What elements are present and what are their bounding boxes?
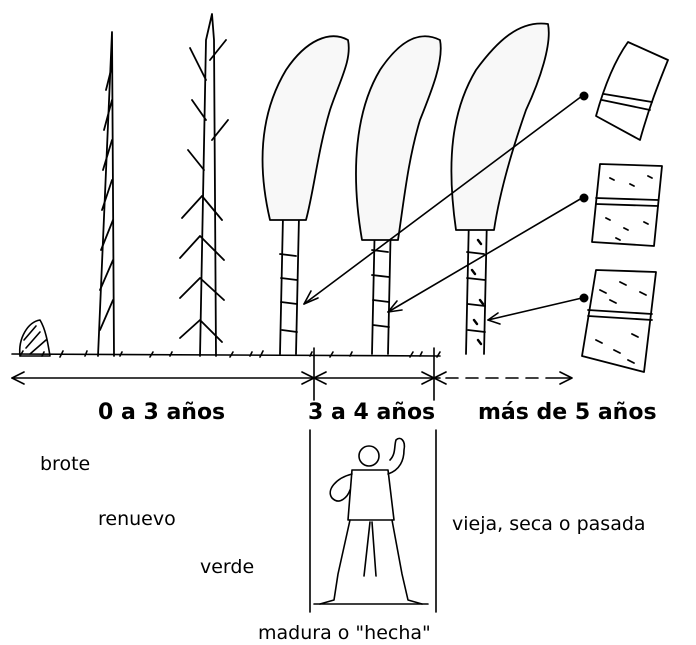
pointer-dot bbox=[579, 91, 589, 101]
stage-label-verde: verde bbox=[200, 556, 255, 578]
sheathed-culm bbox=[179, 13, 229, 357]
pointer-dot bbox=[579, 293, 589, 303]
ground-line bbox=[11, 350, 441, 358]
period-label-0-3: 0 a 3 años bbox=[98, 400, 226, 425]
green-culm bbox=[261, 35, 350, 355]
timeline-axis bbox=[11, 347, 573, 401]
stage-label-renuevo: renuevo bbox=[98, 508, 176, 530]
bamboo-shoot bbox=[18, 319, 51, 357]
culm-sample-old bbox=[581, 269, 657, 373]
stage-label-vieja: vieja, seca o pasada bbox=[452, 513, 646, 535]
mature-stage-frame bbox=[309, 429, 437, 613]
pointer-dot bbox=[579, 193, 589, 203]
old-culm bbox=[450, 22, 550, 355]
stage-label-madura: madura o "hecha" bbox=[258, 622, 431, 644]
period-label-3-4: 3 a 4 años bbox=[308, 400, 436, 425]
stage-label-brote: brote bbox=[40, 453, 91, 475]
culm-sample-green bbox=[595, 41, 669, 141]
culm-sample-mature bbox=[591, 163, 663, 247]
mature-culm bbox=[355, 35, 442, 355]
strongman-figure bbox=[313, 437, 429, 605]
young-culm bbox=[97, 31, 115, 357]
pointer-arrows bbox=[303, 95, 583, 325]
period-label-5-plus: más de 5 años bbox=[478, 400, 657, 425]
